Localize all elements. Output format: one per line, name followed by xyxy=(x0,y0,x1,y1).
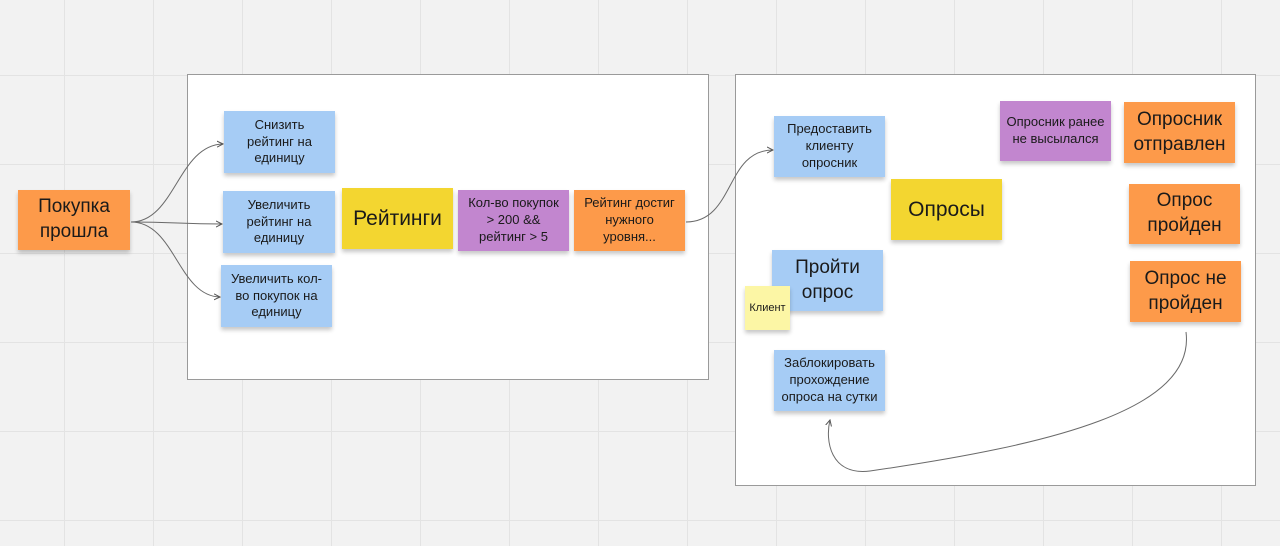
take-survey-text: Пройти опрос xyxy=(795,256,860,303)
start-note-text: Покупка прошла xyxy=(38,196,110,242)
decrease-rating-note[interactable]: Снизить рейтинг на единицу xyxy=(224,111,335,173)
increase-purchases-note[interactable]: Увеличить кол-во покупок на единицу xyxy=(221,265,332,327)
survey-passed-note[interactable]: Опрос пройден xyxy=(1129,184,1240,244)
connector-start-to-decrease[interactable] xyxy=(130,144,223,223)
survey-not-passed-note[interactable]: Опрос не пройден xyxy=(1130,261,1241,322)
start-note[interactable]: Покупка прошла xyxy=(18,190,130,250)
surveys-title-note[interactable]: Опросы xyxy=(891,179,1002,240)
ratings-title-note[interactable]: Рейтинги xyxy=(342,188,453,249)
connector-rating-to-survey[interactable] xyxy=(685,150,773,223)
take-survey-note[interactable]: Пройти опрос xyxy=(772,250,883,311)
survey-not-passed-text: Опрос не пройден xyxy=(1144,267,1227,314)
connector-start-to-increase-rating[interactable] xyxy=(130,222,222,224)
survey-sent-note[interactable]: Опросник отправлен xyxy=(1124,102,1235,163)
provide-survey-note[interactable]: Предоставить клиенту опросник xyxy=(774,116,885,177)
condition-note[interactable]: Кол-во покупок > 200 && рейтинг > 5 xyxy=(458,190,569,251)
survey-not-sent-text: Опросник ранее не высылался xyxy=(1006,114,1105,146)
rating-reached-text: Рейтинг достиг нужного уровня... xyxy=(584,195,675,244)
survey-passed-text: Опрос пройден xyxy=(1147,190,1222,236)
increase-rating-note[interactable]: Увеличить рейтинг на единицу xyxy=(223,191,335,253)
client-text: Клиент xyxy=(749,301,786,314)
survey-sent-text: Опросник отправлен xyxy=(1133,108,1226,155)
increase-purchases-text: Увеличить кол-во покупок на единицу xyxy=(231,270,322,320)
increase-rating-text: Увеличить рейтинг на единицу xyxy=(246,196,312,246)
connector-not-passed-to-block[interactable] xyxy=(828,331,1187,472)
block-survey-note[interactable]: Заблокировать прохождение опроса на сутк… xyxy=(774,350,885,411)
ratings-title-text: Рейтинги xyxy=(353,206,442,230)
condition-text: Кол-во покупок > 200 && рейтинг > 5 xyxy=(468,195,559,244)
provide-survey-text: Предоставить клиенту опросник xyxy=(787,121,872,170)
connector-start-to-increase-purchases[interactable] xyxy=(130,221,220,297)
rating-reached-note[interactable]: Рейтинг достиг нужного уровня... xyxy=(574,190,685,251)
survey-not-sent-note[interactable]: Опросник ранее не высылался xyxy=(1000,101,1111,161)
block-survey-text: Заблокировать прохождение опроса на сутк… xyxy=(781,355,878,404)
client-note[interactable]: Клиент xyxy=(745,286,790,330)
decrease-rating-text: Снизить рейтинг на единицу xyxy=(247,116,312,166)
surveys-title-text: Опросы xyxy=(908,197,985,221)
